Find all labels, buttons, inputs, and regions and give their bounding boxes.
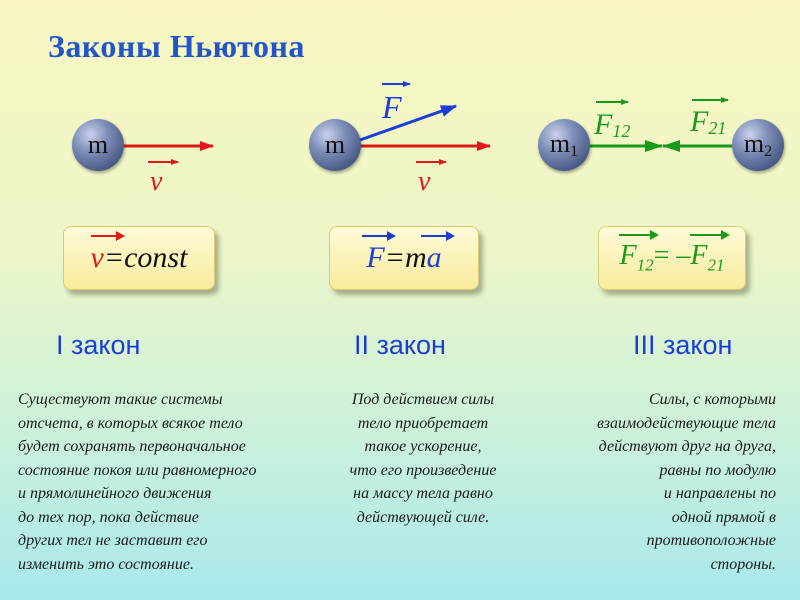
page-title: Законы Ньютона [48,28,305,64]
law-description-3: Силы, с которыми взаимодействующие тела … [597,391,776,573]
velocity-label-1: v [150,166,163,197]
formula3-f12: F12 [619,240,654,275]
formula1-v: v [90,241,104,274]
formula2-eq: =m [384,241,427,274]
mass-ball-1: m [72,119,124,171]
formula-box-3: F12 = – F21 [598,226,746,290]
law-description-1: Существуют такие системы отсчета, в кото… [18,391,257,573]
formula3-eq: = – [653,240,691,272]
a-overline-arrow [420,231,455,241]
f21-formula-overline [690,230,731,241]
formula1-rest: =const [103,241,188,274]
f12-label: F12 [593,108,630,141]
formula2-a: a [426,241,442,274]
f12-formula-overline [619,230,660,241]
mass-label-1: m [87,130,109,159]
mass-label-m1: m1 [549,129,579,160]
law-heading-3: III закон [633,330,733,360]
f-overline-arrow [362,231,397,241]
formula2-f: F [366,241,385,274]
f21-label: F21 [689,105,726,138]
force-label-2: F [381,89,402,125]
mass-label-2: m [324,130,346,159]
mass-ball-m2: m2 [732,119,784,171]
law-heading-1: I закон [56,330,141,360]
v-overline-arrow [90,231,125,241]
law-heading-2: II закон [354,330,446,360]
formula3-f21: F21 [690,240,725,275]
mass-ball-2: m [309,119,361,171]
force-arrow-2 [359,104,457,142]
law-description-2: Под действием силы тело приобретает тако… [349,391,497,526]
formula-box-2: F =m a [329,226,479,290]
mass-ball-m1: m1 [538,119,590,171]
mass-label-m2: m2 [743,129,773,160]
velocity-label-2: v [418,166,431,197]
formula-box-1: v =const [63,226,215,290]
